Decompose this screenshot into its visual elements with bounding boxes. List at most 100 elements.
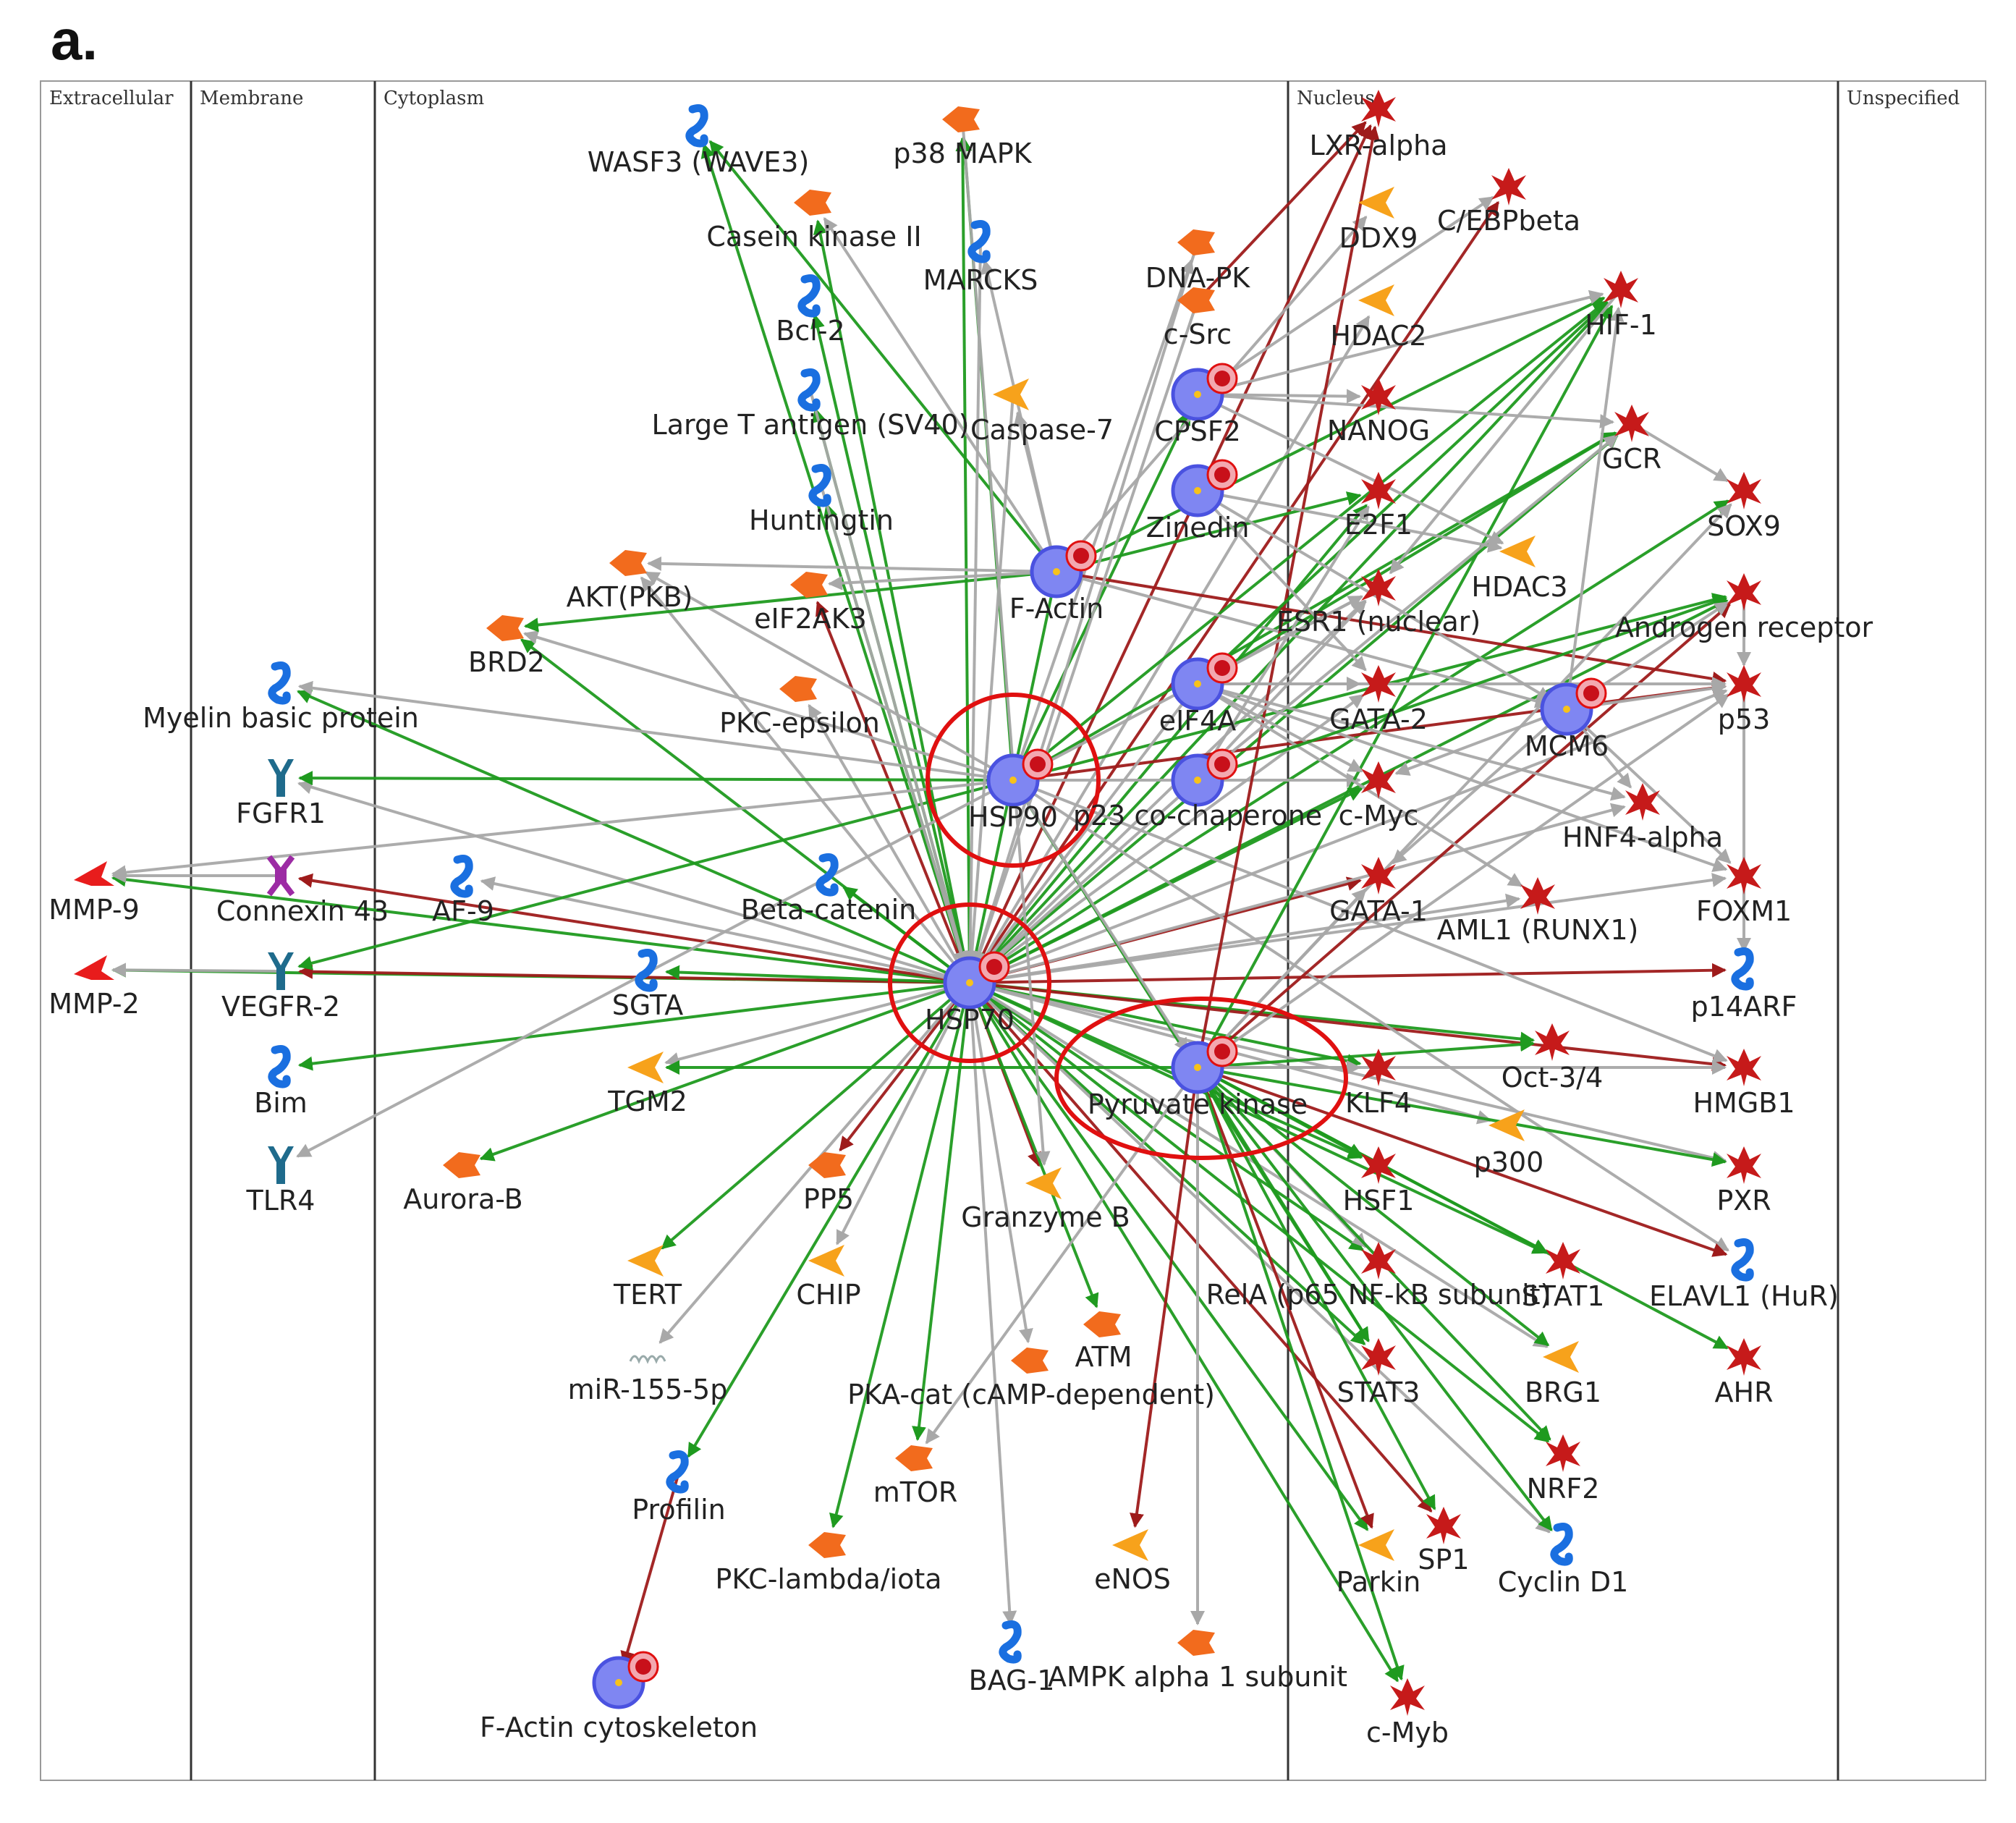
node-label: TERT: [613, 1279, 682, 1311]
generic-icon: [268, 1045, 291, 1088]
hub-icon: [1171, 1036, 1238, 1094]
node-pka: PKA-cat (cAMP-dependent): [847, 1348, 1215, 1410]
tf-icon: [1361, 1242, 1396, 1280]
node-mir155: miR-155-5p: [568, 1355, 728, 1405]
node-oct34: Oct-3/4: [1502, 1023, 1603, 1094]
edge-HSP70-MMP9: [111, 872, 970, 984]
node-label: c-Myc: [1339, 800, 1419, 832]
node-label: F-Actin: [1009, 593, 1104, 625]
edge-HSP70-CK2: [813, 219, 971, 984]
node-eif2ak3: eIF2AK3: [754, 572, 867, 635]
edge-PK-AR: [1196, 603, 1731, 1069]
node-label: c-Src: [1164, 318, 1232, 350]
node-label: c-Myb: [1366, 1717, 1449, 1748]
tf-icon: [1361, 665, 1396, 703]
node-p300: p300: [1474, 1109, 1543, 1178]
edge-VEGFR2-MMP2: [111, 963, 281, 978]
node-label: eIF2AK3: [754, 603, 867, 635]
channel-icon: [266, 855, 295, 897]
node-label: LXR-alpha: [1309, 130, 1447, 161]
node-mcm6: MCM6: [1525, 677, 1609, 762]
node-gata2: GATA-2: [1329, 665, 1428, 735]
generic-icon: [268, 661, 291, 705]
tf-icon: [1491, 168, 1526, 206]
node-zinedin: Zinedin: [1146, 459, 1249, 543]
node-label: Huntingtin: [749, 504, 894, 536]
edge-CPSF2-GCR: [1197, 393, 1615, 429]
node-label: p23 co-chaperone: [1073, 800, 1322, 832]
generic-icon: [816, 853, 839, 897]
edge-HSP70-p38: [955, 136, 971, 984]
edge-HSP90-PK: [1012, 779, 1189, 1053]
node-label: TLR4: [246, 1185, 315, 1217]
edge-HSP90-MBP: [297, 680, 1014, 782]
node-profilin: Profilin: [632, 1450, 726, 1526]
node-klf4: KLF4: [1345, 1049, 1412, 1119]
generic-icon: [635, 949, 658, 992]
edge-HSP70-STAT1: [969, 981, 1548, 1254]
node-label: GATA-2: [1329, 703, 1428, 735]
node-mtor: mTOR: [873, 1445, 957, 1508]
node-label: Cyclin D1: [1498, 1566, 1629, 1598]
diagram-frame: [40, 80, 1986, 1781]
receptor-icon: [268, 1146, 294, 1184]
node-bcl2: Bcl-2: [776, 274, 845, 347]
edge-FActin-E2F1: [1056, 491, 1362, 573]
node-label: BAG-1: [969, 1665, 1055, 1696]
enzyme-icon: [808, 1245, 844, 1277]
node-label: Profilin: [632, 1494, 725, 1526]
kinase-icon: [609, 550, 647, 576]
node-atm: ATM: [1075, 1311, 1132, 1373]
node-stat3: STAT3: [1337, 1338, 1420, 1408]
edge-PK-HSF1: [1197, 1066, 1363, 1158]
node-label: Casein kinase II: [706, 221, 921, 253]
edge-HSP70-HIF1: [968, 302, 1609, 984]
node-label: PKA-cat (cAMP-dependent): [847, 1379, 1215, 1410]
edge-FActin-p53: [1056, 570, 1727, 686]
node-label: AKT(PKB): [567, 581, 693, 613]
node-akt: AKT(PKB): [567, 550, 693, 613]
edge-HSP90-FGFR1: [297, 771, 1014, 786]
node-label: PKC-epsilon: [719, 707, 880, 739]
edge-cSrc-LXRa: [1196, 121, 1367, 302]
edge-MCM6-HIF1: [1565, 306, 1625, 710]
tf-icon: [1727, 1049, 1761, 1086]
edge-HSP70-Parkin: [968, 981, 1369, 1531]
edge-HSP70-FOXM1: [969, 873, 1727, 984]
edge-PK-eNOS: [1130, 1067, 1199, 1528]
node-cpsf2: CPSF2: [1154, 363, 1241, 447]
edge-PK-LXRa: [1196, 125, 1380, 1068]
edge-HSP70-NRF2: [968, 981, 1550, 1443]
node-aml1: AML1 (RUNX1): [1437, 877, 1639, 946]
node-label: AML1 (RUNX1): [1437, 914, 1639, 946]
edge-HSP70-TERT: [661, 981, 971, 1250]
node-label: HDAC3: [1471, 571, 1567, 603]
edge-HSP90-p53: [1012, 680, 1727, 782]
edge-PK-Parkin: [1196, 1067, 1374, 1529]
edge-DNAPK-HSP70: [972, 242, 1199, 967]
node-chip: CHIP: [796, 1245, 861, 1311]
edge-HSP70-Bcl2: [810, 313, 971, 984]
node-cmyb: c-Myb: [1366, 1678, 1449, 1748]
enzyme-icon: [627, 1052, 664, 1083]
generic-icon: [450, 855, 473, 898]
node-label: CHIP: [796, 1279, 860, 1311]
node-ck2: Casein kinase II: [706, 190, 922, 253]
edge-PK-Oct34: [1197, 1037, 1536, 1069]
edge-eIF4A-cMyc: [1197, 682, 1363, 773]
edge-Htt-HSP70: [820, 486, 967, 967]
edge-CPSF2-HIF1: [1197, 289, 1604, 396]
node-e2f1: E2F1: [1344, 472, 1413, 541]
node-label: miR-155-5p: [568, 1374, 728, 1405]
tf-icon: [1727, 573, 1761, 611]
node-tert: TERT: [613, 1245, 682, 1311]
panel-letter: a.: [51, 8, 98, 72]
node-sgta: SGTA: [612, 949, 683, 1021]
node-ampk: AMPK alpha 1 subunit: [1048, 1630, 1347, 1693]
node-label: p14ARF: [1691, 991, 1797, 1023]
edge-eIF4A-AML1: [1196, 682, 1523, 887]
node-rela: RelA (p65 NF-kB subunit): [1206, 1242, 1551, 1311]
